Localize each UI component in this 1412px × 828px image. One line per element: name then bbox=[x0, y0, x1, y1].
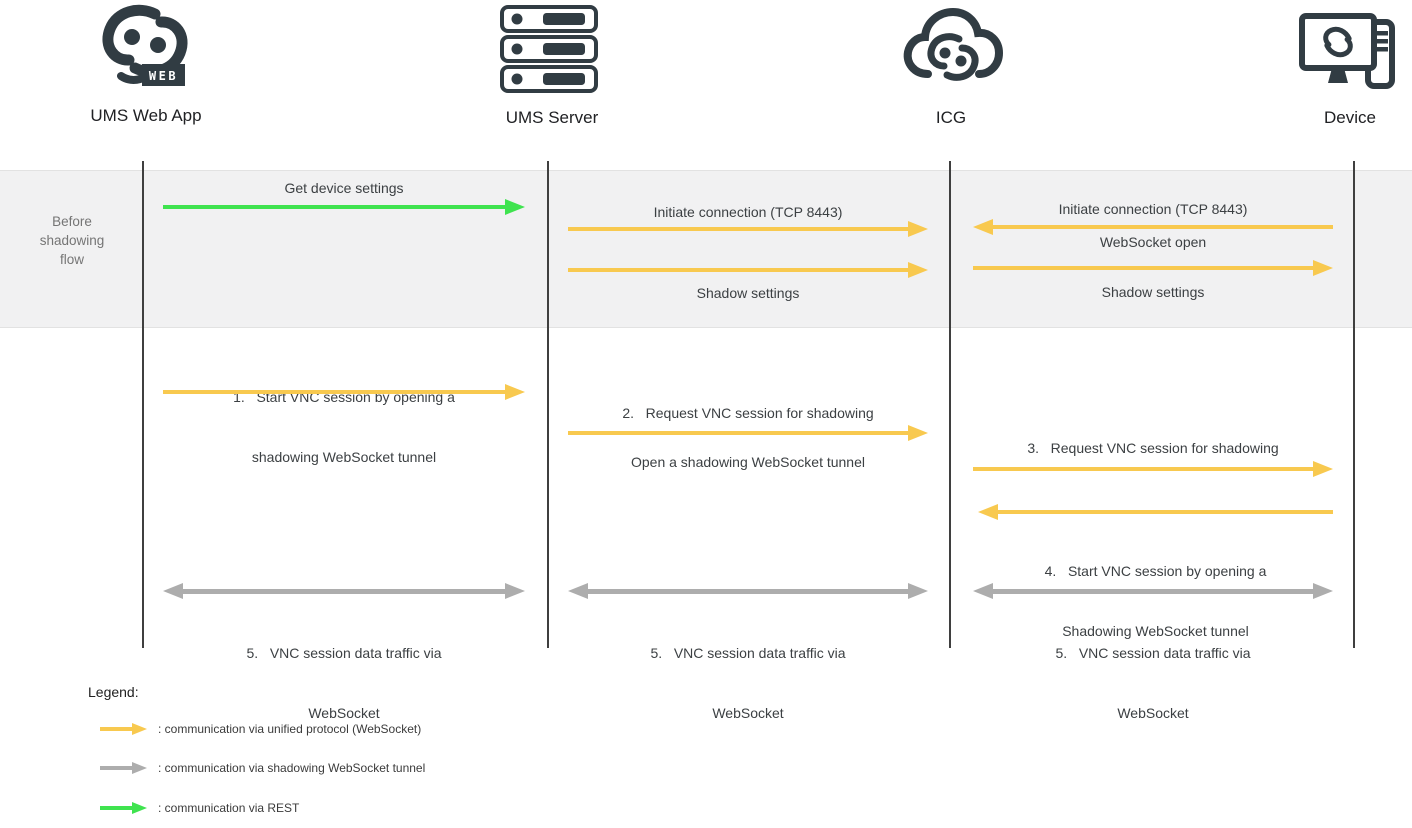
label-step5-line1: 5. VNC session data traffic via bbox=[650, 645, 846, 661]
arrowhead-left-icon bbox=[978, 504, 998, 520]
phase-band-label: Before shadowing flow bbox=[18, 212, 126, 269]
label-step5-line2: WebSocket bbox=[1117, 705, 1189, 721]
arrow-shaft bbox=[568, 431, 908, 435]
label-step3: 3. Request VNC session for shadowing bbox=[1027, 440, 1279, 456]
legend-item-shadowing-tunnel: : communication via shadowing WebSocket … bbox=[100, 761, 425, 775]
arrowhead-right-icon bbox=[1313, 260, 1333, 276]
arrowhead-right-icon bbox=[908, 221, 928, 237]
legend-tunnel-arrow-icon bbox=[100, 762, 147, 775]
arrowhead-right-icon bbox=[132, 802, 147, 814]
arrow-initiate-connection-server-icg bbox=[568, 221, 928, 237]
arrow-shaft bbox=[998, 510, 1333, 514]
arrow-shadow-settings-server-icg bbox=[568, 262, 928, 278]
arrow-shaft bbox=[183, 588, 505, 594]
arrow-shaft bbox=[973, 266, 1313, 270]
arrow-shaft bbox=[588, 588, 908, 594]
label-step5-col2: 5. VNC session data traffic via WebSocke… bbox=[568, 603, 928, 763]
lifeline-ums-server bbox=[547, 161, 549, 648]
label-step2: 2. Request VNC session for shadowing bbox=[622, 405, 874, 421]
arrow-step3-request-vnc-session bbox=[973, 461, 1333, 477]
arrowhead-right-icon bbox=[1313, 461, 1333, 477]
label-step5-line2: WebSocket bbox=[308, 705, 380, 721]
device-icon bbox=[1299, 13, 1395, 89]
actor-label-ums-server: UMS Server bbox=[505, 108, 599, 127]
arrow-step1-start-vnc-session bbox=[163, 384, 525, 400]
arrowhead-right-icon bbox=[132, 762, 147, 774]
svg-text:WEB: WEB bbox=[149, 69, 178, 83]
arrowhead-right-icon bbox=[1313, 583, 1333, 599]
legend-rest-label: : communication via REST bbox=[158, 801, 300, 815]
label-step1-line2: shadowing WebSocket tunnel bbox=[251, 449, 437, 465]
arrow-step4-start-vnc-session bbox=[978, 504, 1333, 520]
arrow-shaft bbox=[100, 727, 132, 731]
arrowhead-left-icon bbox=[973, 583, 993, 599]
label-step2-sub: Open a shadowing WebSocket tunnel bbox=[630, 454, 865, 470]
actor-label-device: Device bbox=[1324, 108, 1376, 127]
icg-cloud-icon bbox=[903, 7, 1004, 81]
legend-title: Legend: bbox=[88, 684, 139, 700]
arrow-shaft bbox=[993, 588, 1313, 594]
phase-band-label-line2: shadowing bbox=[39, 233, 105, 248]
label-shadow-settings-server-icg: Shadow settings bbox=[696, 285, 800, 301]
arrow-shaft bbox=[568, 268, 908, 272]
arrow-shaft bbox=[973, 467, 1313, 471]
actor-label-ums-web-app: UMS Web App bbox=[90, 106, 202, 125]
before-shadowing-phase-band bbox=[0, 170, 1412, 328]
label-step4-line1: 4. Start VNC session by opening a bbox=[1044, 563, 1267, 579]
phase-band-label-line1: Before bbox=[52, 214, 92, 229]
label-step5-line1: 5. VNC session data traffic via bbox=[246, 645, 442, 661]
arrowhead-right-icon bbox=[505, 583, 525, 599]
label-step5-line2: WebSocket bbox=[712, 705, 784, 721]
ums-server-icon bbox=[500, 5, 598, 93]
label-step5-col3: 5. VNC session data traffic via WebSocke… bbox=[973, 603, 1333, 763]
label-step5-col1: 5. VNC session data traffic via WebSocke… bbox=[163, 603, 525, 763]
label-step4: 4. Start VNC session by opening a Shadow… bbox=[978, 521, 1333, 681]
arrowhead-right-icon bbox=[908, 583, 928, 599]
arrow-shaft bbox=[100, 766, 132, 770]
actor-label-icg: ICG bbox=[935, 108, 967, 127]
label-websocket-open: WebSocket open bbox=[1099, 234, 1207, 250]
label-initiate-connection-device-icg: Initiate connection (TCP 8443) bbox=[1058, 201, 1248, 217]
label-step4-line2: Shadowing WebSocket tunnel bbox=[1062, 623, 1249, 639]
arrow-shaft bbox=[993, 225, 1333, 229]
label-step5-line1: 5. VNC session data traffic via bbox=[1055, 645, 1251, 661]
legend-rest-arrow-icon bbox=[100, 802, 147, 815]
legend-item-unified: : communication via unified protocol (We… bbox=[100, 722, 421, 736]
arrowhead-right-icon bbox=[505, 384, 525, 400]
arrowhead-right-icon bbox=[505, 199, 525, 215]
arrow-get-device-settings bbox=[163, 199, 525, 215]
arrow-shaft bbox=[100, 806, 132, 810]
lifeline-device bbox=[1353, 161, 1355, 648]
arrowhead-right-icon bbox=[908, 425, 928, 441]
lifeline-icg bbox=[949, 161, 951, 648]
arrow-step5-server-icg bbox=[568, 583, 928, 599]
arrowhead-right-icon bbox=[132, 723, 147, 735]
arrow-shaft bbox=[163, 390, 505, 394]
arrowhead-left-icon bbox=[163, 583, 183, 599]
arrowhead-left-icon bbox=[973, 219, 993, 235]
arrow-initiate-connection-device-icg bbox=[973, 219, 1333, 235]
arrowhead-left-icon bbox=[568, 583, 588, 599]
legend-item-rest: : communication via REST bbox=[100, 801, 299, 815]
ums-web-app-icon: WEB bbox=[102, 4, 188, 86]
phase-band-label-line3: flow bbox=[59, 252, 84, 267]
arrow-shaft bbox=[163, 205, 505, 209]
arrow-shaft bbox=[568, 227, 908, 231]
legend-unified-label: : communication via unified protocol (We… bbox=[158, 722, 422, 736]
label-step1: 1. Start VNC session by opening a shadow… bbox=[163, 347, 525, 507]
arrow-step5-icg-device bbox=[973, 583, 1333, 599]
arrowhead-right-icon bbox=[908, 262, 928, 278]
legend-tunnel-label: : communication via shadowing WebSocket … bbox=[158, 761, 426, 775]
arrow-step5-webapp-server bbox=[163, 583, 525, 599]
label-shadow-settings-icg-device: Shadow settings bbox=[1101, 284, 1205, 300]
label-get-device-settings: Get device settings bbox=[284, 180, 404, 196]
arrow-step2-request-vnc-session bbox=[568, 425, 928, 441]
lifeline-ums-web-app bbox=[142, 161, 144, 648]
legend-unified-arrow-icon bbox=[100, 723, 147, 736]
arrow-shadow-settings-icg-device bbox=[973, 260, 1333, 276]
label-initiate-connection-server-icg: Initiate connection (TCP 8443) bbox=[653, 204, 843, 220]
